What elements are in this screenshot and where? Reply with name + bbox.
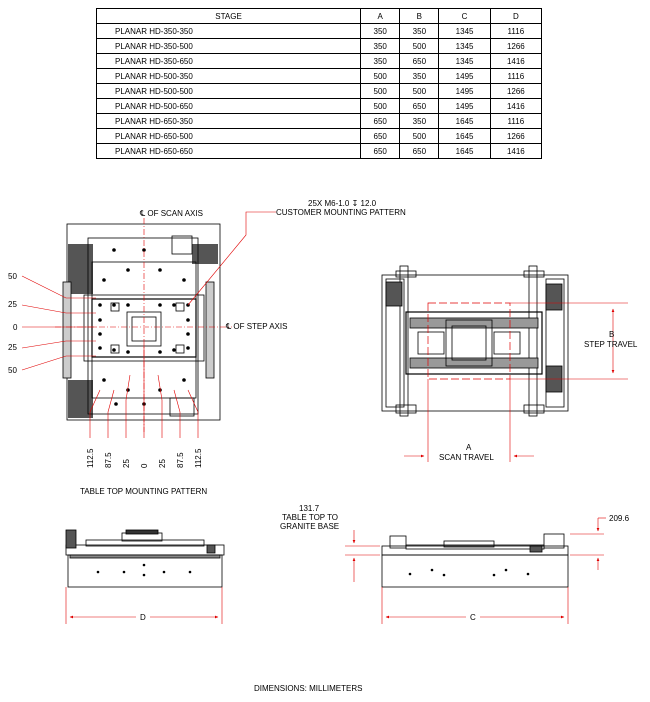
dim-c-lines [381, 587, 569, 624]
step-travel-letter: B [609, 330, 615, 339]
left-dim-0: 0 [13, 323, 18, 332]
bolt-hole [172, 348, 176, 352]
step-travel-label: STEP TRAVEL [584, 340, 638, 349]
top-view-right [381, 265, 569, 417]
overall-height-label: 209.6 [609, 514, 630, 523]
bolt-hole [114, 402, 118, 406]
bottom-dim-label: 112.5 [194, 448, 203, 468]
height-dimensions [345, 517, 606, 582]
bolt-hole [112, 303, 116, 307]
bolt-hole [158, 388, 162, 392]
left-dim-50-top: 50 [8, 272, 17, 281]
scan-axis-label: ℄ OF SCAN AXIS [140, 209, 203, 218]
bolt-hole [186, 318, 190, 322]
mount-spec-label: 25X M6-1.0 ↧ 12.0 [308, 199, 377, 208]
left-dim-leaders [21, 275, 96, 371]
bottom-dim-label: 0 [140, 463, 149, 468]
bolt-hole [98, 303, 102, 307]
bottom-dim-label: 87.5 [104, 452, 113, 468]
dim-c-label: C [470, 613, 476, 622]
bottom-dim-leaders [89, 345, 199, 438]
bolt-hole [158, 268, 162, 272]
bolt-hole-pattern [98, 248, 190, 406]
left-dim-50-bottom: 50 [8, 366, 17, 375]
bolt-hole [112, 348, 116, 352]
height-desc-1: TABLE TOP TO [282, 513, 339, 522]
bolt-hole [158, 350, 162, 354]
bolt-hole [102, 278, 106, 282]
bolt-hole [98, 346, 102, 350]
bottom-dim-label: 25 [122, 459, 131, 468]
bolt-hole [158, 303, 162, 307]
bolt-hole [182, 378, 186, 382]
travel-dimensions [404, 302, 628, 462]
mount-pattern-label: CUSTOMER MOUNTING PATTERN [276, 208, 406, 217]
bolt-hole [126, 268, 130, 272]
travel-envelope [427, 302, 511, 380]
left-dim-25-top: 25 [8, 300, 17, 309]
height-desc-2: GRANITE BASE [280, 522, 340, 531]
bolt-hole [112, 248, 116, 252]
step-axis-label: ℄ OF STEP AXIS [226, 322, 288, 331]
top-view-left [62, 223, 221, 421]
height-value-label: 131.7 [299, 504, 320, 513]
dimension-cell: 650 [399, 143, 440, 159]
bottom-dim-label: 87.5 [176, 452, 185, 468]
bolt-hole [102, 378, 106, 382]
bolt-hole [98, 332, 102, 336]
bottom-dim-label: 112.5 [86, 448, 95, 468]
side-view-left [65, 529, 225, 588]
bolt-hole [126, 388, 130, 392]
side-view-left-holes [96, 563, 192, 577]
dim-d-lines [65, 587, 223, 624]
dim-d-label: D [140, 613, 146, 622]
units-note: DIMENSIONS: MILLIMETERS [254, 684, 363, 693]
side-view-right [381, 533, 569, 588]
bolt-hole [126, 303, 130, 307]
bolt-hole [186, 332, 190, 336]
bolt-hole [98, 318, 102, 322]
left-dim-25-bottom: 25 [8, 343, 17, 352]
bolt-hole [126, 350, 130, 354]
bolt-hole [172, 303, 176, 307]
side-view-right-holes [408, 568, 530, 577]
dimension-cell: 1416 [489, 143, 543, 159]
bolt-hole [142, 248, 146, 252]
scan-travel-letter: A [466, 443, 472, 452]
bottom-dim-label: 25 [158, 459, 167, 468]
table-top-pattern-caption: TABLE TOP MOUNTING PATTERN [80, 487, 208, 496]
scan-travel-label: SCAN TRAVEL [439, 453, 494, 462]
mount-pattern-leader [187, 211, 276, 306]
bolt-hole [186, 346, 190, 350]
bolt-hole [182, 278, 186, 282]
dimension-cell: 1266 [489, 128, 543, 144]
